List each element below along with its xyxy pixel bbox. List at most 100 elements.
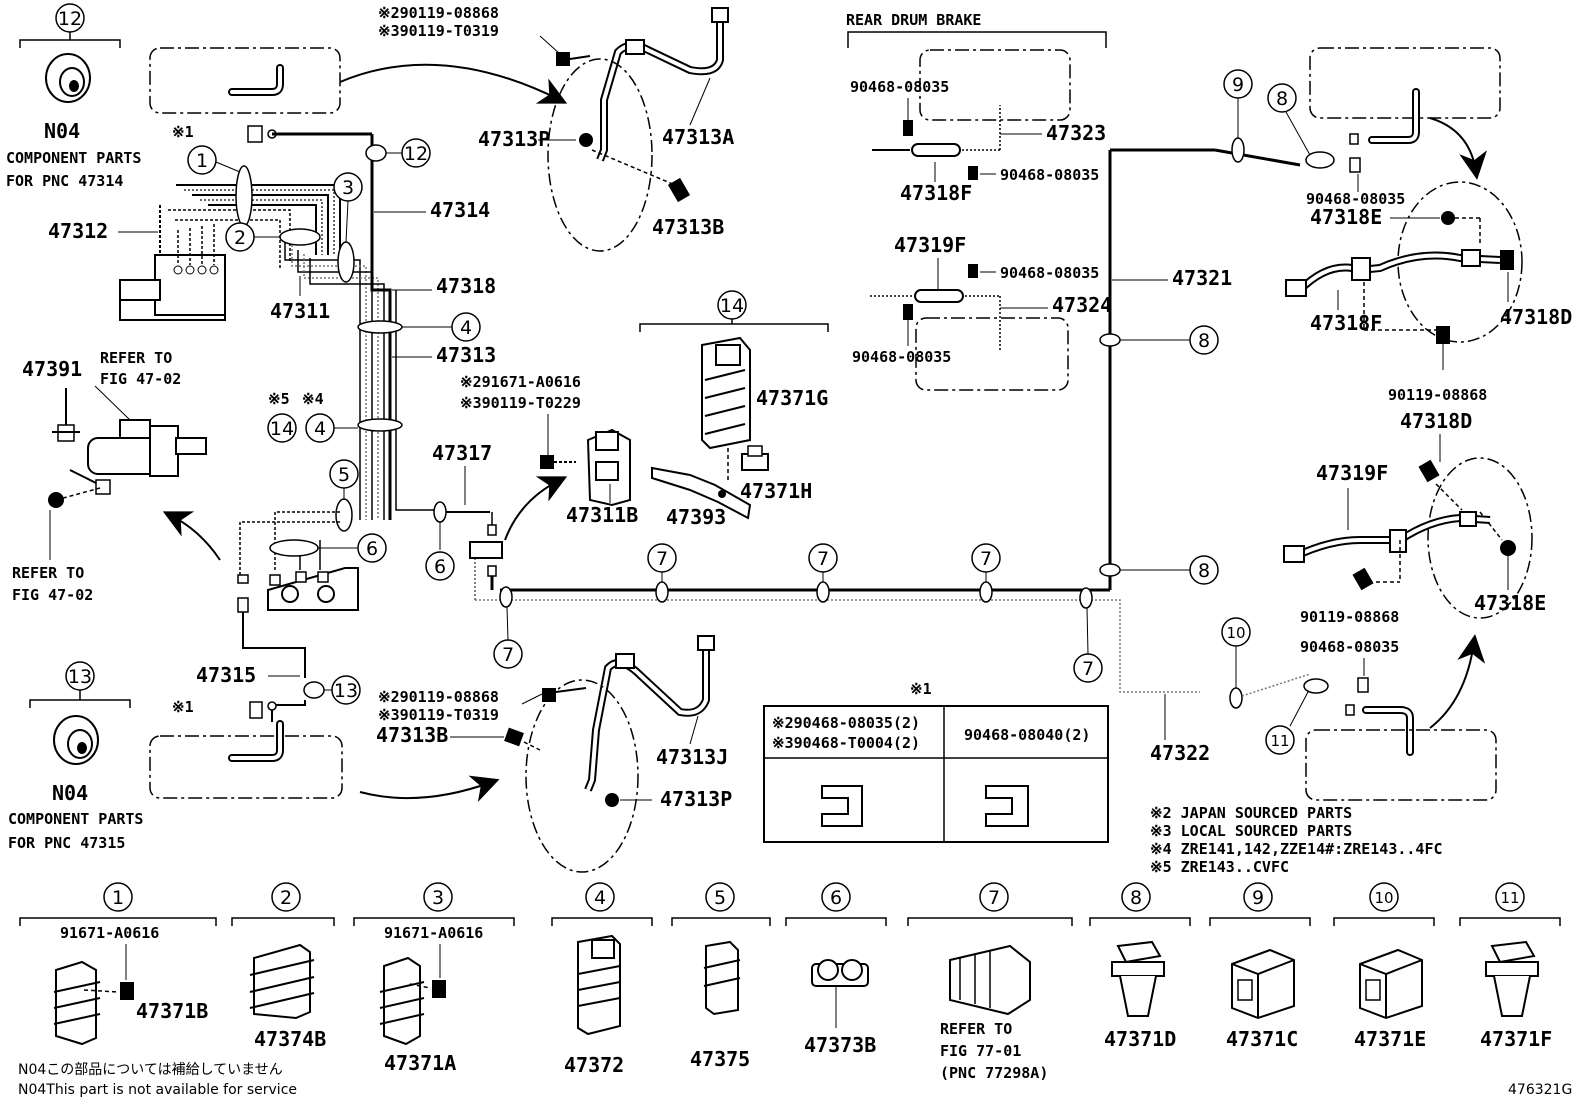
- n04-note-en: N04This part is not available for servic…: [18, 1082, 297, 1098]
- svg-text:6: 6: [830, 887, 842, 909]
- master-cylinder-icon: [48, 388, 207, 508]
- svg-text:47313J: 47313J: [656, 745, 728, 769]
- svg-text:7: 7: [988, 887, 1000, 909]
- svg-text:14: 14: [270, 418, 294, 440]
- svg-text:47371B: 47371B: [136, 999, 208, 1023]
- svg-text:4: 4: [594, 887, 606, 909]
- svg-text:91671-A0616: 91671-A0616: [384, 924, 483, 942]
- svg-text:7: 7: [817, 548, 829, 570]
- svg-text:※390119-T0229: ※390119-T0229: [460, 394, 581, 412]
- svg-text:8: 8: [1130, 887, 1142, 909]
- svg-text:11: 11: [1500, 889, 1519, 907]
- svg-text:REAR DRUM BRAKE: REAR DRUM BRAKE: [846, 11, 981, 29]
- callout-8-c[interactable]: 8: [1267, 83, 1297, 113]
- callout-14-mid[interactable]: 14: [267, 413, 297, 443]
- callout-12-mid[interactable]: 12: [401, 138, 431, 168]
- legend-4[interactable]: 4 47372: [551, 882, 653, 1077]
- svg-text:※1: ※1: [172, 698, 194, 716]
- svg-text:※390468-T0004(2): ※390468-T0004(2): [772, 734, 920, 752]
- svg-text:47315: 47315: [196, 663, 256, 687]
- callout-4-b[interactable]: 4: [305, 413, 335, 443]
- legend-9[interactable]: 9 47371C: [1209, 882, 1311, 1051]
- callout-7-a[interactable]: 7: [493, 639, 523, 669]
- svg-text:※1: ※1: [172, 123, 194, 141]
- legend-8[interactable]: 8 47371D: [1089, 882, 1191, 1051]
- callout-5[interactable]: 5: [329, 459, 359, 489]
- svg-text:※291671-A0616: ※291671-A0616: [460, 373, 581, 391]
- svg-text:13: 13: [68, 666, 92, 688]
- legend-11[interactable]: 11 47371F: [1459, 882, 1561, 1051]
- legend-7[interactable]: 7 REFER TO FIG 77-01 (PNC 77298A): [907, 882, 1073, 1082]
- callout-6[interactable]: 6: [357, 533, 387, 563]
- svg-text:3: 3: [432, 887, 444, 909]
- svg-text:47318D: 47318D: [1400, 409, 1472, 433]
- svg-text:COMPONENT PARTS: COMPONENT PARTS: [8, 810, 143, 828]
- svg-text:47317: 47317: [432, 441, 492, 465]
- svg-text:47374B: 47374B: [254, 1027, 326, 1051]
- legend-10[interactable]: 10 47371E: [1333, 882, 1435, 1051]
- callout-12-top[interactable]: 12: [55, 3, 85, 33]
- svg-text:5: 5: [338, 464, 350, 486]
- bolt-icon: [540, 455, 576, 469]
- svg-text:47321: 47321: [1172, 266, 1232, 290]
- svg-text:FIG 77-01: FIG 77-01: [940, 1042, 1021, 1060]
- svg-text:47318F: 47318F: [900, 181, 972, 205]
- bracket-plate-icon: [651, 466, 752, 520]
- svg-text:7: 7: [502, 644, 514, 666]
- svg-text:※2 JAPAN SOURCED PARTS: ※2 JAPAN SOURCED PARTS: [1150, 804, 1352, 822]
- svg-text:N04: N04: [52, 781, 88, 805]
- svg-text:47318E: 47318E: [1474, 591, 1546, 615]
- svg-text:9: 9: [1252, 887, 1264, 909]
- n04-label: N04: [44, 119, 80, 143]
- svg-text:90468-08035: 90468-08035: [850, 78, 949, 96]
- legend-5[interactable]: 5 47375: [671, 882, 771, 1071]
- callout-13-left[interactable]: 13: [65, 661, 95, 691]
- legend-1[interactable]: 1 91671-A0616 47371B: [19, 882, 217, 1046]
- svg-text:90468-08035: 90468-08035: [1306, 190, 1405, 208]
- svg-text:47371D: 47371D: [1104, 1027, 1176, 1051]
- svg-text:3: 3: [342, 177, 354, 199]
- callout-14-top[interactable]: 14: [717, 290, 747, 320]
- svg-text:5: 5: [714, 887, 726, 909]
- svg-text:※290119-08868: ※290119-08868: [378, 688, 499, 706]
- callout-7-b[interactable]: 7: [647, 543, 677, 573]
- callout-7-e[interactable]: 7: [1073, 653, 1103, 683]
- svg-text:90468-08035: 90468-08035: [852, 348, 951, 366]
- callout-7-d[interactable]: 7: [971, 543, 1001, 573]
- legend-6[interactable]: 6 47373B: [785, 882, 887, 1057]
- callout-3[interactable]: 3: [333, 172, 363, 202]
- svg-text:FIG 47-02: FIG 47-02: [12, 586, 93, 604]
- svg-text:47373B: 47373B: [804, 1033, 876, 1057]
- legend-3[interactable]: 3 91671-A0616 47371A: [353, 882, 515, 1075]
- svg-text:4: 4: [460, 317, 472, 339]
- svg-text:COMPONENT PARTS: COMPONENT PARTS: [6, 149, 141, 167]
- callout-2[interactable]: 2: [225, 222, 255, 252]
- svg-text:47371C: 47371C: [1226, 1027, 1298, 1051]
- callout-9[interactable]: 9: [1223, 69, 1253, 99]
- svg-text:47313: 47313: [436, 343, 496, 367]
- svg-text:1: 1: [112, 887, 124, 909]
- bolt-top-icon: [556, 52, 591, 66]
- junction-block-icon: [267, 567, 359, 611]
- callout-6-b[interactable]: 6: [425, 551, 455, 581]
- callout-11[interactable]: 11: [1265, 725, 1295, 755]
- svg-text:9: 9: [1232, 74, 1244, 96]
- callout-8-a[interactable]: 8: [1189, 325, 1219, 355]
- svg-text:90119-08868: 90119-08868: [1388, 386, 1487, 404]
- svg-text:47311B: 47311B: [566, 503, 638, 527]
- callout-4-a[interactable]: 4: [451, 312, 481, 342]
- callout-7-c[interactable]: 7: [808, 543, 838, 573]
- bracket-clip-icon: [586, 428, 631, 507]
- callout-1[interactable]: 1: [187, 145, 217, 175]
- svg-text:8: 8: [1198, 560, 1210, 582]
- svg-text:47318D: 47318D: [1500, 305, 1572, 329]
- callout-10[interactable]: 10: [1221, 617, 1251, 647]
- svg-text:7: 7: [1082, 658, 1094, 680]
- svg-text:7: 7: [980, 548, 992, 570]
- callout-13-mid[interactable]: 13: [331, 675, 361, 705]
- callout-8-b[interactable]: 8: [1189, 555, 1219, 585]
- svg-text:47314: 47314: [430, 198, 490, 222]
- svg-text:14: 14: [720, 295, 744, 317]
- legend-2[interactable]: 2 47374B: [231, 882, 335, 1051]
- svg-text:47371F: 47371F: [1480, 1027, 1552, 1051]
